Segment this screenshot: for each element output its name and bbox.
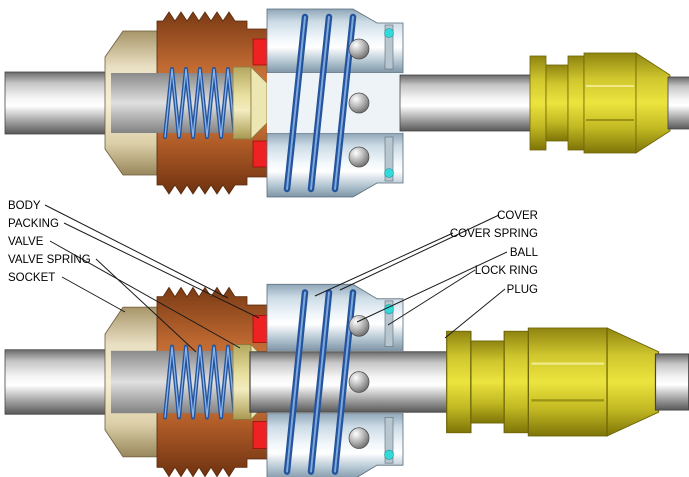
- label-plug: PLUG: [507, 284, 538, 296]
- label-cover-spring: COVER SPRING: [450, 228, 538, 240]
- leader-line-socket: [61, 276, 126, 313]
- leader-lines: [44, 204, 508, 353]
- leader-line-lock-ring: [387, 269, 476, 326]
- view-disconnected: [3, 7, 689, 199]
- label-socket: SOCKET: [8, 272, 55, 284]
- label-cover: COVER: [497, 210, 538, 222]
- label-valve-spring: VALVE SPRING: [8, 254, 91, 266]
- leader-line-ball: [356, 251, 508, 323]
- leader-line-packing: [63, 222, 260, 319]
- plug-top-view: [399, 52, 689, 154]
- leader-line-valve: [49, 240, 241, 349]
- leader-line-cover: [339, 214, 500, 291]
- leader-line-cover-spring: [314, 232, 454, 297]
- label-valve: VALVE: [8, 236, 44, 248]
- leader-line-valve-spring: [95, 258, 197, 353]
- label-ball: BALL: [510, 247, 539, 259]
- view-connected: [5, 284, 689, 477]
- leader-line-body: [44, 204, 229, 299]
- label-body: BODY: [8, 200, 41, 212]
- leader-line-plug: [444, 288, 506, 339]
- part-labels: BODY PACKING VALVE VALVE SPRING SOCKET C…: [8, 200, 539, 296]
- label-packing: PACKING: [8, 218, 59, 230]
- label-lock-ring: LOCK RING: [475, 265, 538, 277]
